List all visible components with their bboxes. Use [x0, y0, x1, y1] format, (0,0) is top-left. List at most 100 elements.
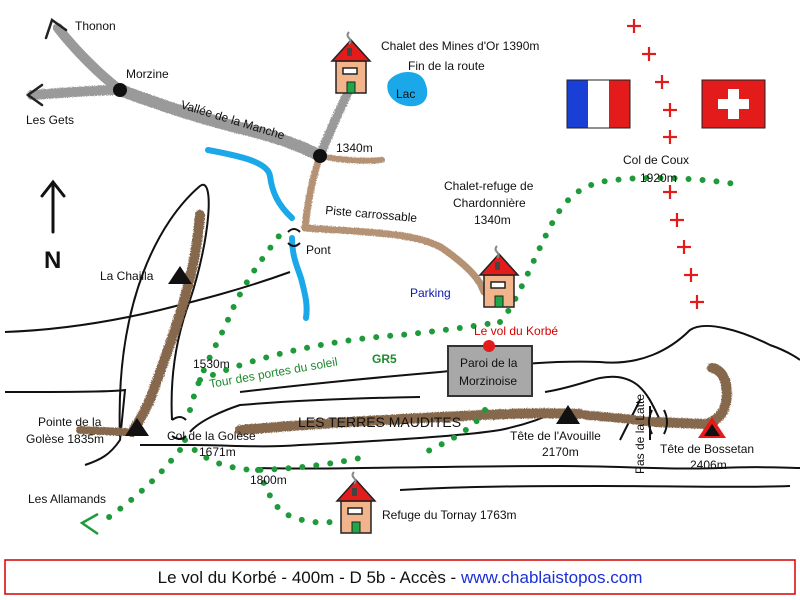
contour-line: [239, 324, 800, 393]
contour-line: [118, 183, 210, 438]
label-vol-korbe: Le vol du Korbé: [474, 324, 558, 338]
label-tornay: Refuge du Tornay 1763m: [382, 508, 517, 522]
border-cross-icon: [663, 185, 677, 199]
label-fin-route: Fin de la route: [408, 59, 485, 73]
label-alt-1530: 1530m: [193, 357, 230, 371]
label-pointe-golese-1: Pointe de la: [38, 415, 102, 429]
vol-korbe-marker-icon: [483, 340, 495, 352]
contour-line: [140, 409, 561, 448]
label-bossetan: Tête de Bossetan: [660, 442, 754, 456]
footer-box: [4, 559, 796, 595]
label-alt-1340: 1340m: [336, 141, 373, 155]
lake: [387, 71, 428, 107]
label-la-chailla: La Chailla: [100, 269, 154, 283]
label-pas-latte: Pas de la Latte: [633, 394, 647, 474]
border-cross-icon: [642, 47, 656, 61]
border-cross-icon: [627, 19, 641, 33]
border-cross-icon: [655, 75, 669, 89]
footer-link[interactable]: www.chablaistopos.com: [460, 568, 642, 587]
border-cross-icon: [690, 295, 704, 309]
road-to-mines-or: [315, 87, 353, 161]
ridge-golese: [76, 426, 129, 436]
label-col-coux: Col de Coux: [623, 153, 689, 167]
road-to-thonon: [53, 23, 125, 95]
label-pointe-golese-2: Golèse 1835m: [26, 432, 104, 446]
track-east: [317, 153, 385, 164]
label-les-gets: Les Gets: [26, 113, 74, 127]
tracks: [301, 152, 488, 296]
ridges: [76, 210, 732, 437]
summit-inner-icon: [704, 424, 720, 436]
river: [205, 147, 295, 221]
contour-line: [257, 464, 800, 470]
north-arrow-icon: [40, 179, 66, 234]
label-alt-1800: 1800m: [250, 473, 287, 487]
ridge-pas-latte: [580, 410, 655, 427]
footer-line: Le vol du Korbé - 400m - D 5b - Accès - …: [158, 568, 643, 587]
trail-gr5: [197, 319, 503, 383]
footer-text: Le vol du Korbé - 400m - D 5b - Accès -: [158, 568, 461, 587]
france-flag-icon: [566, 79, 631, 129]
label-bossetan-alt: 2406m: [690, 458, 727, 472]
label-chalet-mines: Chalet des Mines d'Or 1390m: [381, 39, 539, 53]
contour-line: [189, 396, 421, 433]
piste-carrossable: [301, 224, 488, 296]
label-paroi-2: Morzinoise: [459, 374, 517, 388]
pas-latte-marker-icon: [648, 409, 668, 435]
label-avouille-alt: 2170m: [542, 445, 579, 459]
water: [205, 71, 428, 321]
chalet-icon: [331, 31, 371, 94]
label-col-golese: Col de la Golèse: [167, 429, 256, 443]
contour-line: [4, 271, 291, 333]
trail-allamands: [102, 447, 183, 523]
contour-line: [544, 375, 661, 421]
summit-icon: [168, 266, 192, 284]
road-to-les-gets: [27, 85, 125, 100]
label-avouille: Tête de l'Avouille: [510, 429, 601, 443]
trails: [102, 174, 738, 526]
chalet-icon: [336, 471, 376, 534]
label-morzine: Morzine: [126, 67, 169, 81]
label-gr5: GR5: [372, 352, 397, 366]
label-chardonniere-3: 1340m: [474, 213, 511, 227]
ridge-chailla: [127, 210, 205, 437]
trail-tornay-lower: [255, 467, 348, 526]
label-chardonniere-1: Chalet-refuge de: [444, 179, 534, 193]
ridge-terres-maudites: [235, 408, 585, 435]
contour-line: [399, 484, 791, 491]
trail-paroi: [417, 407, 488, 458]
border-cross-icon: [663, 130, 677, 144]
paroi-box: [447, 345, 533, 397]
contour-line: [4, 388, 127, 466]
junction-icon: [113, 83, 127, 97]
border-cross-icon: [663, 103, 677, 117]
border-cross-icon: [677, 240, 691, 254]
arrow-thonon-icon: [44, 17, 68, 40]
road-arrows: [25, 17, 68, 107]
border-crosses: [627, 19, 704, 309]
label-terres-maudites: LES TERRES MAUDITES: [298, 414, 461, 430]
summit-icon: [556, 405, 580, 424]
border-cross-icon: [684, 268, 698, 282]
col-golese-marker-icon: [171, 416, 187, 440]
north-label: N: [44, 247, 61, 274]
junction-icon: [313, 149, 327, 163]
chalet-icon: [479, 245, 519, 308]
label-les-allamands: Les Allamands: [28, 492, 106, 506]
contour-lines: [4, 183, 800, 491]
trail-col-coux: [497, 174, 738, 325]
label-chardonniere-2: Chardonnière: [453, 196, 526, 210]
border-cross-icon: [670, 213, 684, 227]
arrow-allamands-icon: [79, 512, 99, 536]
label-paroi-1: Paroi de la: [460, 356, 518, 370]
road-vallee-manche: [114, 84, 326, 162]
river: [289, 235, 310, 321]
label-lac: Lac: [396, 87, 415, 101]
bridge-icon: [287, 228, 301, 247]
roads: [27, 23, 353, 162]
label-col-coux-alt: 1920m: [640, 171, 677, 185]
summit-icon: [125, 418, 149, 436]
swiss-flag-icon: [701, 79, 766, 129]
